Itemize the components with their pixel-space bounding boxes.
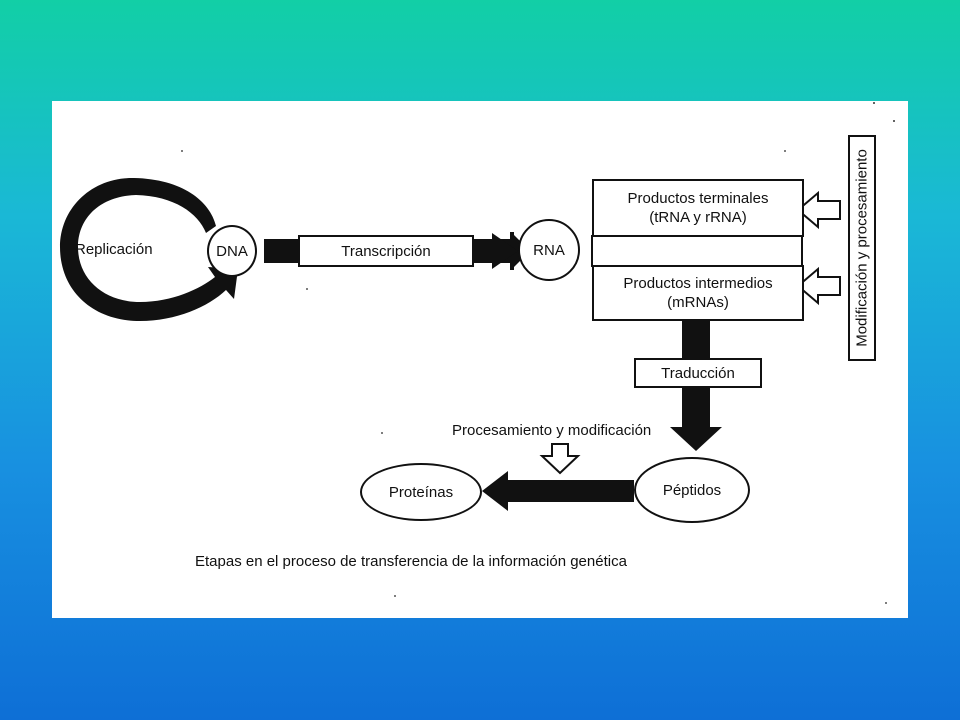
proteins-label: Proteínas	[388, 483, 454, 501]
caption: Etapas en el proceso de transferencia de…	[195, 553, 627, 570]
modification-processing-box: Modificación y procesamiento	[848, 135, 876, 361]
intermediate-products-line1: Productos intermedios	[623, 275, 773, 292]
peptides-node: Péptidos	[634, 457, 750, 523]
dna-node: DNA	[207, 225, 257, 277]
transcription-label: Transcripción	[341, 242, 431, 260]
terminal-products-box: Productos terminales (tRNA y rRNA)	[592, 179, 804, 237]
rna-label: RNA	[533, 241, 565, 259]
translation-arrow-head	[670, 427, 722, 451]
replication-label: Replicación	[75, 241, 153, 258]
synthesis-arrow-shaft	[504, 480, 634, 502]
processing-modification-label: Procesamiento y modificación	[452, 422, 652, 439]
proteins-node: Proteínas	[360, 463, 482, 521]
transcription-box: Transcripción	[298, 235, 474, 267]
modification-processing-label: Modificación y procesamiento	[853, 149, 871, 347]
replication-cycle-arrow	[60, 177, 238, 321]
diagram-panel: Replicación DNA Transcripción RNA Produc…	[52, 101, 908, 618]
intermediate-products-line2: (mRNAs)	[667, 294, 729, 311]
modification-hollow-arrow-2	[796, 266, 841, 306]
dna-label: DNA	[216, 242, 248, 260]
terminal-products-line2: (tRNA y rRNA)	[649, 209, 747, 226]
synthesis-arrow-head	[482, 471, 508, 511]
modification-hollow-arrow-1	[796, 190, 841, 230]
intermediate-products-box: Productos intermedios (mRNAs)	[592, 265, 804, 321]
processing-hollow-arrow	[539, 443, 581, 475]
rna-node: RNA	[518, 219, 580, 281]
translation-label: Traducción	[661, 364, 735, 382]
peptides-label: Péptidos	[662, 481, 722, 499]
terminal-products-line1: Productos terminales	[627, 190, 769, 207]
translation-box: Traducción	[634, 358, 762, 388]
